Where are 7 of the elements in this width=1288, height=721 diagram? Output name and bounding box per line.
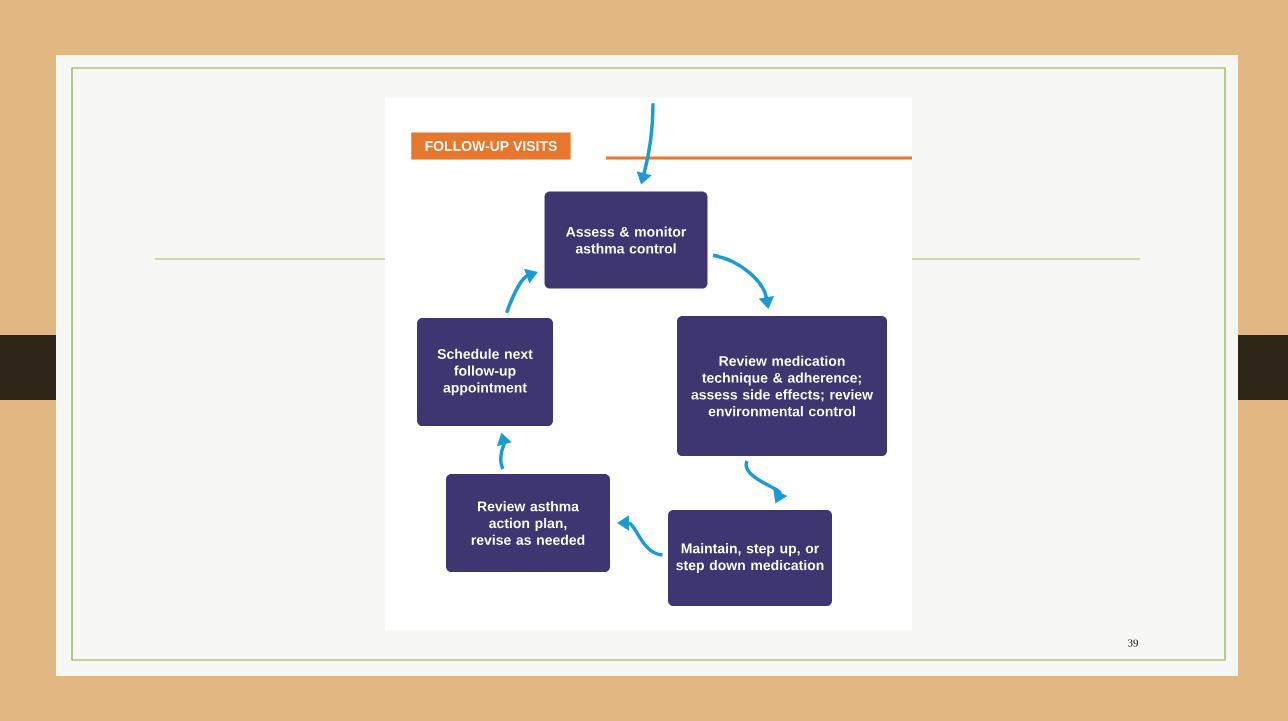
process-box: Assess & monitor asthma control: [544, 191, 708, 289]
page-number: 39: [1128, 639, 1138, 647]
process-box: Review asthma action plan, revise as needed: [446, 474, 610, 572]
process-box: Review medication technique & adherence; assess side effects; review environmental control: [677, 316, 887, 456]
process-box: Maintain, step up, or step down medication: [668, 510, 832, 606]
process-box: Schedule next follow-up appointment: [417, 318, 553, 426]
title-banner: FOLLOW-UP VISITS: [411, 132, 571, 160]
